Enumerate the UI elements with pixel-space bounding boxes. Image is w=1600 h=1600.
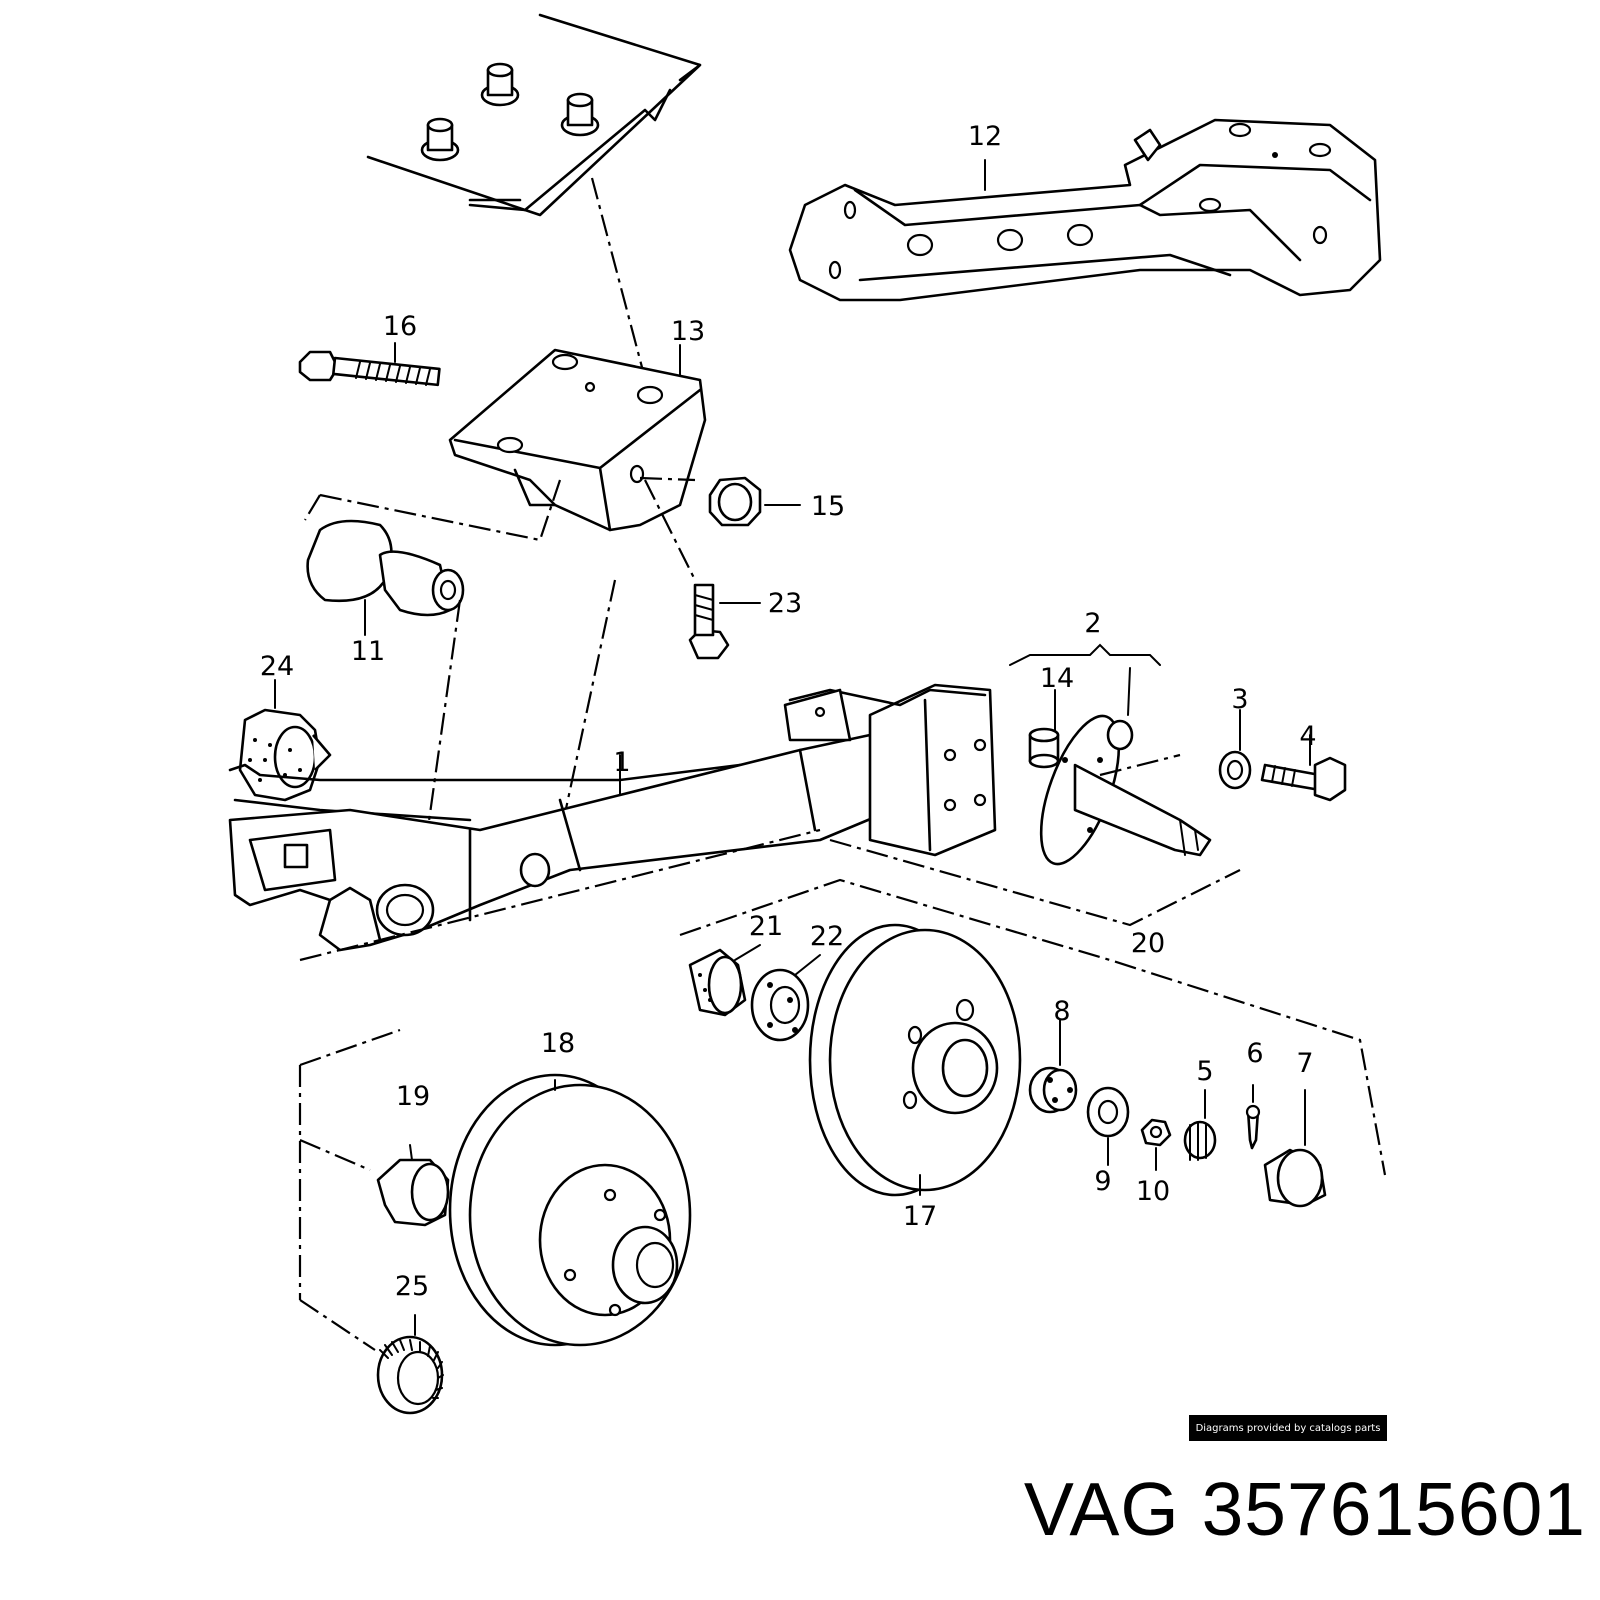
stud-b bbox=[560, 92, 600, 137]
diagram-credit: Diagrams provided by catalogs parts bbox=[1189, 1415, 1387, 1441]
callout-5: 5 bbox=[1196, 1056, 1213, 1087]
sleeve bbox=[1028, 689, 1060, 769]
body-floor-panel bbox=[366, 13, 702, 391]
callout-17: 17 bbox=[903, 1201, 937, 1232]
brake-disc bbox=[298, 1028, 692, 1347]
thrust-washer bbox=[1086, 1086, 1130, 1166]
bearing-8 bbox=[1028, 1019, 1078, 1114]
nut bbox=[708, 476, 801, 527]
cotter-pin bbox=[1245, 1084, 1261, 1150]
hex-bolt bbox=[1260, 734, 1347, 802]
callout-19: 19 bbox=[396, 1081, 430, 1112]
part-number: 357615601 bbox=[1201, 1467, 1586, 1551]
callout-14: 14 bbox=[1040, 663, 1074, 694]
callout-2: 2 bbox=[1084, 608, 1101, 639]
abs-ring bbox=[299, 1299, 444, 1415]
callout-23: 23 bbox=[768, 588, 802, 619]
callout-21: 21 bbox=[749, 911, 783, 942]
callout-8: 8 bbox=[1053, 996, 1070, 1027]
callout-22: 22 bbox=[810, 921, 844, 952]
part-code: VAG 357615601 bbox=[1024, 1466, 1586, 1552]
callout-12: 12 bbox=[968, 121, 1002, 152]
long-bolt bbox=[298, 342, 441, 387]
grease-cap bbox=[1263, 1089, 1327, 1208]
rubber-mount bbox=[238, 679, 332, 802]
stud-a bbox=[480, 62, 520, 107]
mounting-bracket bbox=[448, 344, 707, 581]
stud-c bbox=[420, 117, 460, 162]
callout-3: 3 bbox=[1231, 684, 1248, 715]
callout-15: 15 bbox=[811, 491, 845, 522]
castle-lock bbox=[1183, 1089, 1217, 1161]
callout-6: 6 bbox=[1246, 1038, 1263, 1069]
axle-beam bbox=[228, 683, 997, 962]
callout-4: 4 bbox=[1299, 721, 1316, 752]
callout-7: 7 bbox=[1296, 1048, 1313, 1079]
callout-20: 20 bbox=[1131, 928, 1165, 959]
callout-1: 1 bbox=[613, 747, 630, 778]
short-bolt bbox=[688, 583, 761, 660]
seal bbox=[299, 1138, 450, 1227]
brake-drum bbox=[808, 923, 1022, 1197]
callout-25: 25 bbox=[395, 1271, 429, 1302]
bearing-21 bbox=[688, 944, 761, 1017]
callout-10: 10 bbox=[1136, 1176, 1170, 1207]
callout-9: 9 bbox=[1094, 1166, 1111, 1197]
bushing bbox=[304, 479, 617, 886]
cross-member bbox=[788, 118, 1382, 302]
callout-13: 13 bbox=[671, 316, 705, 347]
callout-18: 18 bbox=[541, 1028, 575, 1059]
washer bbox=[1218, 709, 1252, 790]
brand-name: VAG bbox=[1023, 1467, 1180, 1551]
callout-16: 16 bbox=[383, 311, 417, 342]
stub-axle bbox=[829, 643, 1241, 927]
hex-nut bbox=[1140, 1118, 1172, 1171]
callout-24: 24 bbox=[260, 651, 294, 682]
callout-11: 11 bbox=[351, 636, 385, 667]
bearing-22 bbox=[750, 954, 821, 1042]
callout-labels: 1 2 3 4 5 6 7 8 9 10 11 12 13 14 15 16 1… bbox=[260, 121, 1317, 1302]
